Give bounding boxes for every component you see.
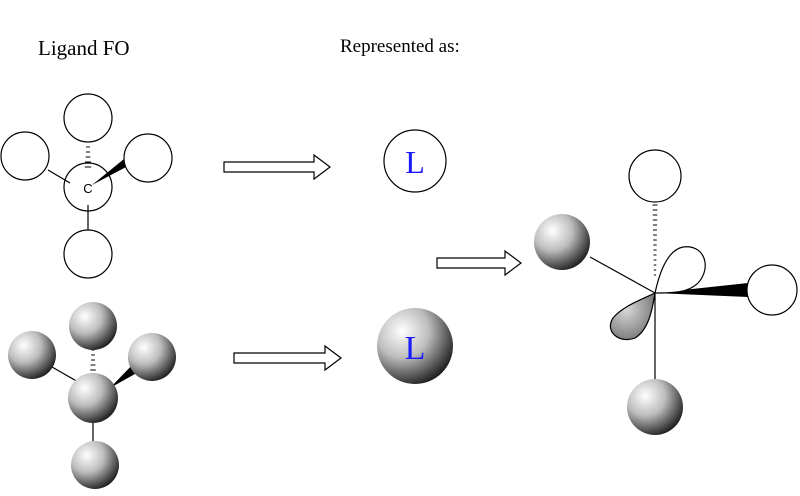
represented-as-heading: Represented as: bbox=[340, 36, 460, 57]
hashed-bond-up-shaded bbox=[90, 349, 96, 371]
orbital-circle-bottom bbox=[63, 229, 113, 279]
arrow-bottom bbox=[233, 344, 342, 372]
ligand-open-symbol: L bbox=[383, 129, 447, 193]
orbital-lobe-open bbox=[654, 246, 706, 294]
orbital-circle-right bbox=[123, 133, 173, 183]
ligand-shaded-symbol: L bbox=[377, 308, 453, 384]
complex-sphere-left bbox=[534, 214, 590, 270]
complex-orbital-right bbox=[746, 264, 798, 316]
sphere-left bbox=[8, 331, 56, 379]
bond-upper-left bbox=[589, 256, 656, 294]
wedge-bond-right bbox=[92, 159, 128, 185]
arrow-middle bbox=[436, 249, 522, 277]
orbital-lobe-shaded bbox=[609, 291, 656, 341]
orbital-circle-top bbox=[63, 93, 113, 143]
methyl-open-circle-model: C bbox=[0, 93, 173, 279]
sphere-right bbox=[128, 333, 176, 381]
wedge-bond-right-complex bbox=[655, 283, 748, 297]
arrow-top bbox=[223, 153, 331, 181]
ligand-open-letter: L bbox=[405, 144, 425, 180]
bond-left bbox=[47, 169, 71, 184]
orbital-circle-left bbox=[0, 131, 50, 181]
ligand-shaded-letter: L bbox=[405, 330, 426, 367]
ligand-fo-heading: Ligand FO bbox=[38, 36, 130, 60]
carbon-circle bbox=[63, 162, 113, 212]
hashed-bond-up-complex bbox=[652, 204, 658, 276]
methyl-shaded-sphere-model bbox=[8, 302, 176, 489]
carbon-label: C bbox=[83, 181, 92, 196]
sphere-carbon bbox=[68, 373, 118, 423]
metal-complex-model bbox=[534, 149, 798, 435]
sphere-top bbox=[69, 302, 117, 350]
sphere-bottom bbox=[71, 441, 119, 489]
complex-sphere-bottom bbox=[627, 379, 683, 435]
complex-orbital-top bbox=[628, 149, 682, 203]
